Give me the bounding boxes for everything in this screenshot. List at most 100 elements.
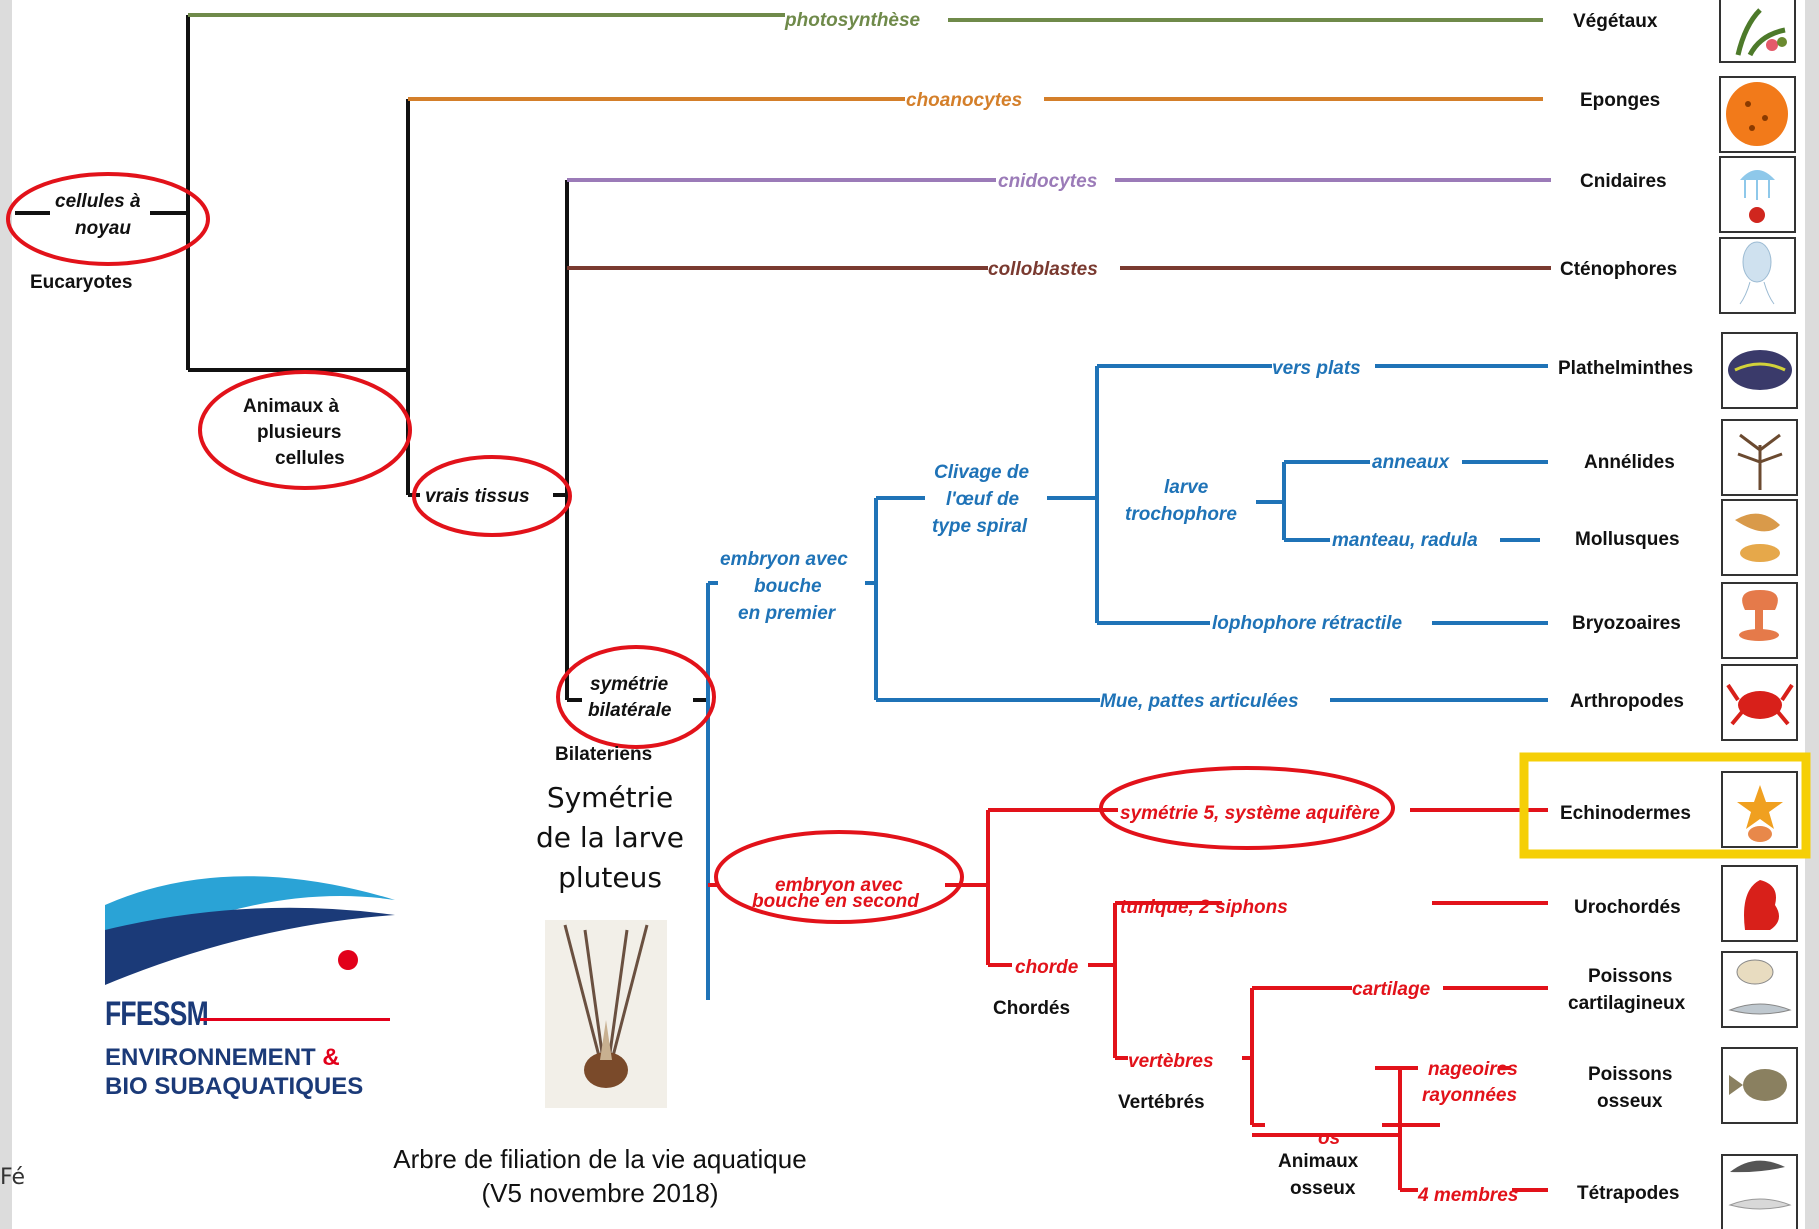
logo-divider [200, 1018, 390, 1021]
logo-line2: BIO SUBAQUATIQUES [105, 1073, 364, 1100]
trait-cartilage: cartilage [1352, 979, 1431, 1000]
highlight-ellipses [6, 172, 1395, 924]
branch-protostomes [706, 364, 1548, 1000]
logo-brand: FFESSM [105, 995, 209, 1033]
trait-choanocytes: choanocytes [906, 90, 1022, 111]
highlight-box-echinodermes [1519, 752, 1811, 859]
ellipse-cellules [6, 172, 210, 266]
taxon-bryozoaires: Bryozoaires [1572, 613, 1681, 634]
annotation-line1: Symétrie [546, 781, 674, 814]
annelid-icon [1737, 433, 1783, 490]
mollusc-icon [1735, 513, 1780, 562]
taxon-urochordes: Urochordés [1574, 897, 1681, 918]
branch-deuterostomes [708, 808, 1548, 1137]
trait-4-membres: 4 membres [1417, 1185, 1518, 1206]
taxon-poissons-osseux-1: Poissons [1588, 1064, 1672, 1085]
group-eucaryotes: Eucaryotes [30, 272, 132, 293]
crab-icon [1726, 683, 1794, 726]
trait-vertebres: vertèbres [1128, 1051, 1214, 1072]
taxon-poissons-cartilagineux-2: cartilagineux [1568, 993, 1686, 1014]
ellipse-symetrie5 [1099, 766, 1395, 850]
trait-symetrie-bilaterale-1: symétrie [590, 674, 669, 695]
trait-vrais-tissus: vrais tissus [425, 486, 530, 507]
trait-symetrie5: symétrie 5, système aquifère [1120, 803, 1380, 824]
ctenophore-icon [1739, 241, 1775, 305]
ellipse-bouche-second [714, 830, 964, 924]
group-animaux-osseux-2: osseux [1290, 1178, 1356, 1199]
logo-subtitle: ENVIRONNEMENT & BIO SUBAQUATIQUES [105, 1043, 363, 1101]
trait-tunique: tunique, 2 siphons [1120, 897, 1288, 918]
trait-vers-plats: vers plats [1272, 358, 1361, 379]
taxon-ctenophores: Cténophores [1560, 259, 1677, 280]
flatworm-icon [1728, 350, 1792, 390]
logo-line1: ENVIRONNEMENT [105, 1044, 316, 1071]
taxon-plathelminthes: Plathelminthes [1558, 358, 1693, 379]
pluteus-larva-photo [545, 920, 667, 1108]
group-animaux-2: plusieurs [257, 422, 341, 443]
trait-bouche-second-2: bouche en second [752, 891, 919, 912]
trait-clivage-1: Clivage de [934, 462, 1029, 483]
trait-anneaux: anneaux [1372, 452, 1451, 473]
trait-cellules-2: noyau [75, 218, 131, 239]
taxon-poissons-cartilagineux-1: Poissons [1588, 966, 1672, 987]
taxon-eponges: Eponges [1580, 90, 1660, 111]
trait-bouche-premier-1: embryon avec [720, 549, 848, 570]
group-animaux-osseux-1: Animaux [1278, 1151, 1359, 1172]
left-page-edge [0, 0, 12, 1229]
trait-clivage-3: type spiral [932, 516, 1028, 537]
branch-vegetaux [188, 13, 1543, 22]
logo-wave-icon [105, 876, 395, 985]
ellipse-vrais-tissus [412, 455, 572, 537]
jellyfish-icon [1740, 170, 1775, 223]
corner-text: Fé [0, 1165, 25, 1190]
trait-symetrie-bilaterale-2: bilatérale [588, 700, 672, 721]
trait-labels: photosynthèse choanocytes cnidocytes col… [752, 10, 1518, 1206]
group-chordes: Chordés [993, 998, 1070, 1019]
trait-nageoires-2: rayonnées [1422, 1085, 1517, 1106]
taxon-annelides: Annélides [1584, 452, 1675, 473]
sea-squirt-icon [1744, 880, 1779, 930]
fish-icon [1729, 1069, 1787, 1101]
dolphin-icon [1728, 1160, 1792, 1210]
shark-icon [1728, 959, 1792, 1015]
group-animaux-3: cellules [275, 448, 345, 469]
trait-larve-2: trochophore [1125, 504, 1237, 525]
group-vertebres: Vertébrés [1118, 1092, 1205, 1113]
trait-mue: Mue, pattes articulées [1100, 691, 1299, 712]
figure-caption: Arbre de filiation de la vie aquatique (… [300, 1142, 900, 1210]
trait-colloblastes: colloblastes [988, 259, 1098, 280]
taxon-arthropodes: Arthropodes [1570, 691, 1684, 712]
group-bilateriens: Bilateriens [555, 744, 652, 765]
sponge-icon [1726, 82, 1788, 146]
taxon-vegetaux: Végétaux [1573, 11, 1658, 32]
ffessm-logo: FFESSM ENVIRONNEMENT & BIO SUBAQUATIQUES [105, 860, 405, 1120]
taxon-tetrapodes: Tétrapodes [1577, 1183, 1679, 1204]
group-labels: Eucaryotes Animaux à plusieurs cellules … [30, 272, 1359, 1199]
trait-bouche-premier-3: en premier [738, 603, 837, 624]
ellipse-symetrie-bilaterale [556, 645, 716, 749]
taxa-labels: Végétaux Eponges Cnidaires Cténophores P… [1558, 11, 1693, 1204]
group-animaux-1: Animaux à [243, 396, 340, 417]
trait-bouche-premier-2: bouche [754, 576, 822, 597]
right-page-edge [1805, 0, 1819, 1229]
bryozoan-icon [1739, 590, 1779, 641]
annotation-line3: pluteus [558, 861, 662, 894]
branch-vertebrates [1398, 1066, 1548, 1192]
taxon-poissons-osseux-2: osseux [1597, 1091, 1663, 1112]
trait-labels-black: cellules à noyau vrais tissus symétrie b… [55, 191, 672, 721]
ellipse-animaux [198, 370, 412, 490]
caption-title: Arbre de filiation de la vie aquatique [393, 1144, 807, 1174]
trait-lophophore: lophophore rétractile [1212, 613, 1402, 634]
taxon-echinodermes: Echinodermes [1560, 803, 1691, 824]
logo-ampersand: & [322, 1044, 340, 1071]
trait-clivage-2: l'œuf de [946, 489, 1020, 510]
annotation-pluteus: Symétrie de la larve pluteus [515, 778, 705, 898]
trait-cellules-1: cellules à [55, 191, 141, 212]
caption-version: (V5 novembre 2018) [481, 1178, 719, 1208]
trait-photosynthese: photosynthèse [784, 10, 921, 31]
trait-manteau-radula: manteau, radula [1332, 530, 1478, 551]
trait-os: os [1318, 1128, 1340, 1149]
starfish-icon [1737, 785, 1783, 842]
